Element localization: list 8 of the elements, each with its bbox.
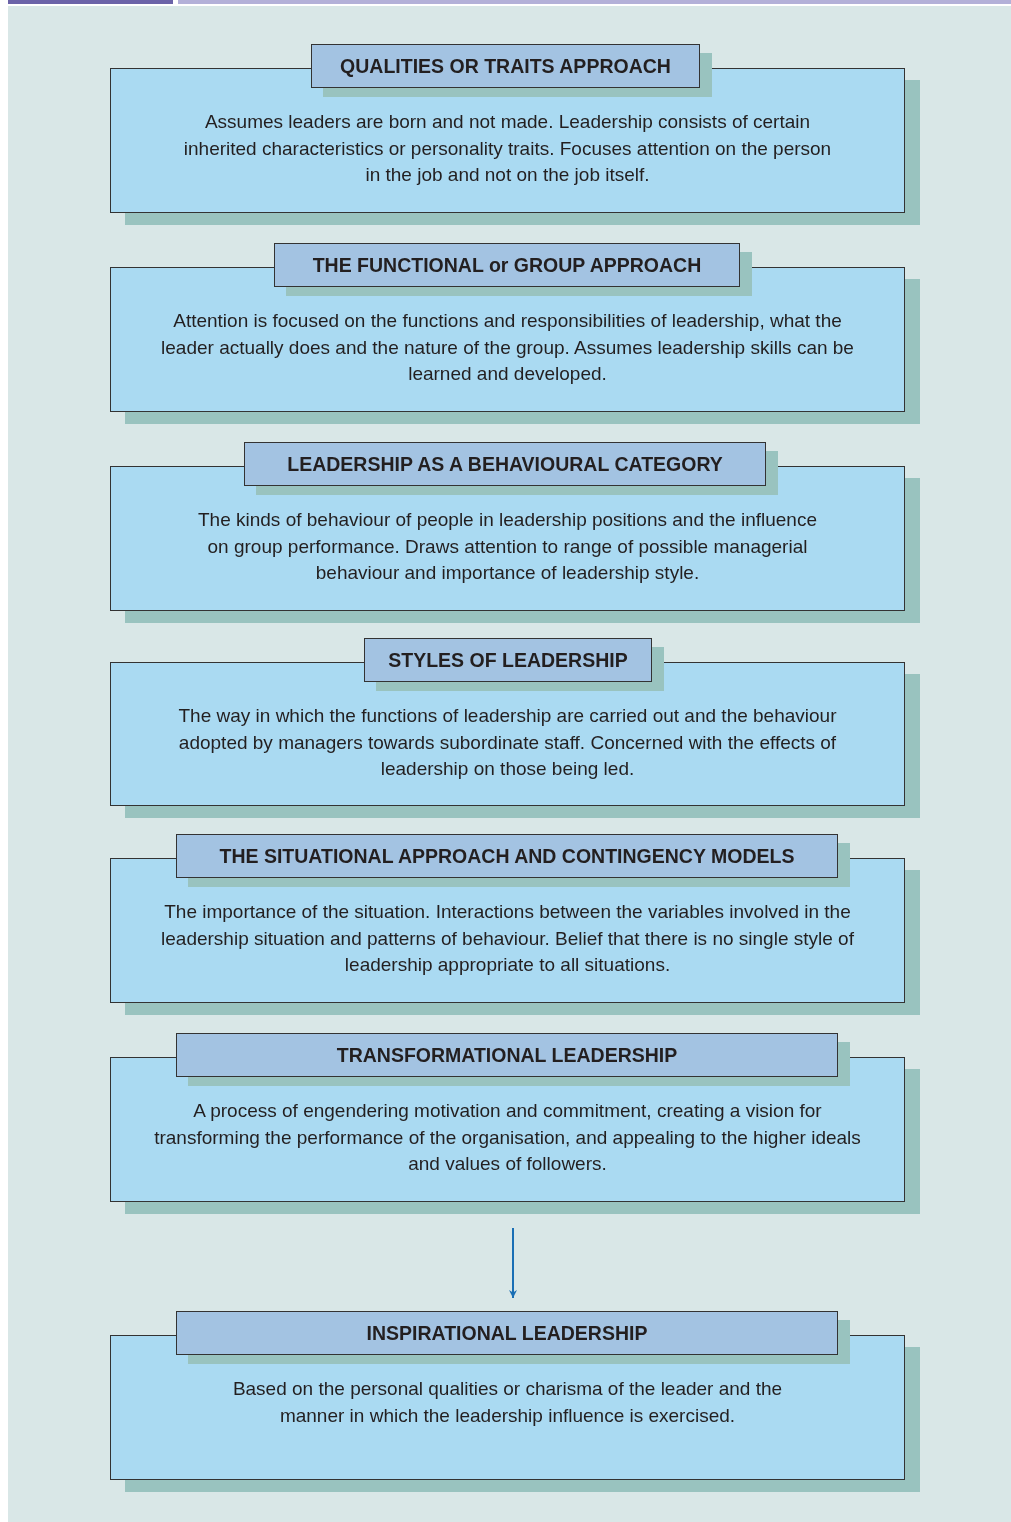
approach-description: Assumes leaders are born and not made. Leadership consists of certain inherited characteristics or personality traits. Focuses attention on the person in the job and not on the job itself. [182, 110, 833, 188]
arrow [509, 1227, 517, 1299]
approach-description: The way in which the functions of leadership are carried out and the behaviour adopted by managers towards subordinate staff. Concerned with the effects of leadership on those being led. [177, 704, 838, 782]
approach-description: Based on the personal qualities or charisma of the leader and the manner in which the leadership influence is exercised. [231, 1377, 784, 1428]
approach-description: The kinds of behaviour of people in leadership positions and the influence on group performance. Draws attention to range of possible managerial behaviour and importance of leadership style. [197, 508, 818, 586]
approach-description: A process of engendering motivation and commitment, creating a vision for transforming the performance of the organisation, and appealing to the higher ideals and values of followers. [153, 1099, 862, 1177]
approach-description: Attention is focused on the functions and responsibilities of leadership, what the leader actually does and the nature of the group. Assumes leadership skills can be learned and developed. [160, 309, 855, 387]
approach-description: The importance of the situation. Interactions between the variables involved in the leadership situation and patterns of behaviour. Belief that there is no single style of leadership appropriate to all situations. [160, 900, 855, 978]
